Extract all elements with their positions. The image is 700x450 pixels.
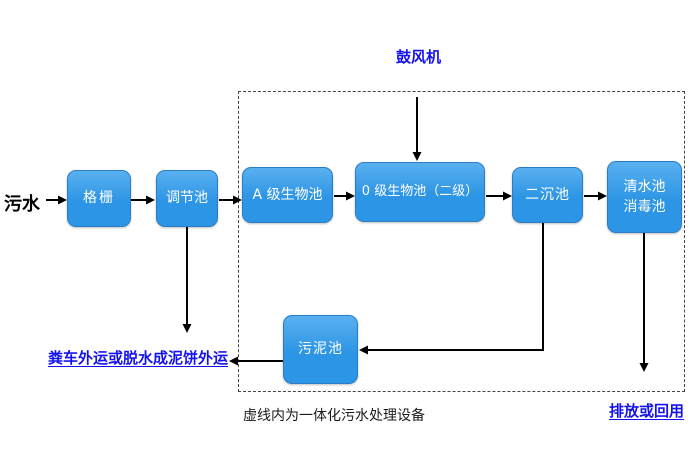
box-a-grade-bio-tank: A 级生物池 [242,167,333,223]
box-secondary-sedimentation-tank: 二沉池 [512,167,583,223]
blower-label: 鼓风机 [396,48,442,66]
box-o-grade-bio-tank: 0 级生物池（二级） [355,162,485,222]
sludge-disposal-label: 粪车外运或脱水成泥饼外运 [48,349,229,367]
box-regulating-tank: 调节池 [156,170,218,227]
box-disinfection-tank-label: 消毒池 [623,199,666,215]
box-secondary-sedimentation-tank-label: 二沉池 [525,186,570,203]
box-regulating-tank-label: 调节池 [166,190,208,207]
box-grid-screen-label: 格栅 [83,190,115,207]
discharge-or-reuse-label: 排放或回用 [609,402,685,420]
box-o-grade-bio-tank-label: 0 级生物池（二级） [361,183,479,199]
box-a-grade-bio-tank-label: A 级生物池 [252,186,323,203]
box-sludge-tank-label: 污泥池 [298,341,343,358]
box-clear-water-tank-label: 清水池 [623,178,666,195]
influent-label: 污水 [4,194,40,215]
boundary-caption-label: 虚线内为一体化污水处理设备 [243,408,425,424]
box-grid-screen: 格栅 [67,170,131,227]
box-clear-water-disinfection-tank: 清水池 消毒池 [607,161,682,233]
box-sludge-tank: 污泥池 [283,315,358,384]
integrated-equipment-boundary [238,91,685,392]
